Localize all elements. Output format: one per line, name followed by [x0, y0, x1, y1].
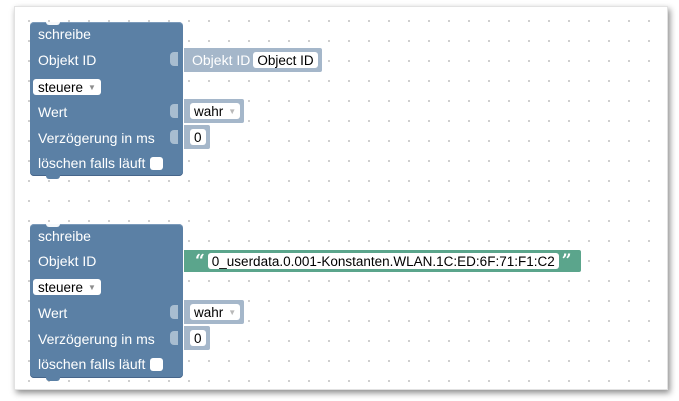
- write-block-1[interactable]: schreibe Objekt ID steuere ▼ Wert Verzög…: [30, 22, 183, 179]
- block-title: schreibe: [38, 228, 91, 244]
- value-label: Wert: [38, 305, 68, 321]
- clear-if-running-row: löschen falls läuft: [38, 356, 164, 372]
- clear-checkbox[interactable]: [150, 157, 164, 170]
- object-id-block-1[interactable]: Objekt ID Object ID: [184, 48, 322, 72]
- bool-value: wahr: [194, 304, 224, 320]
- value-socket-1: [170, 104, 178, 118]
- clear-checkbox[interactable]: [150, 358, 164, 371]
- delay-field[interactable]: 0: [190, 129, 206, 145]
- clear-label: löschen falls läuft: [38, 155, 146, 171]
- chevron-down-icon: ▼: [88, 282, 96, 292]
- delay-socket-1: [170, 130, 178, 144]
- bool-value: wahr: [194, 103, 224, 119]
- value-block-2[interactable]: wahr ▼: [184, 300, 245, 324]
- write-block-2[interactable]: schreibe Objekt ID steuere ▼ Wert Verzög…: [30, 224, 183, 381]
- value-label: Wert: [38, 104, 68, 120]
- delay-label: Verzögerung in ms: [38, 130, 155, 146]
- chevron-down-icon: ▼: [228, 307, 237, 317]
- mode-dropdown[interactable]: steuere ▼: [33, 79, 101, 95]
- object-id-label: Objekt ID: [38, 52, 97, 68]
- delay-label: Verzögerung in ms: [38, 331, 155, 347]
- object-id-socket-1: [170, 52, 178, 66]
- bool-dropdown[interactable]: wahr ▼: [190, 304, 241, 320]
- text-block-2[interactable]: “ 0_userdata.0.001-Konstanten.WLAN.1C:ED…: [184, 250, 581, 272]
- clear-label: löschen falls läuft: [38, 356, 146, 372]
- value-block-1[interactable]: wahr ▼: [184, 99, 245, 123]
- chevron-down-icon: ▼: [228, 106, 237, 116]
- value-socket-2: [170, 305, 178, 319]
- object-id-label: Objekt ID: [38, 253, 97, 269]
- delay-block-2[interactable]: 0: [184, 326, 210, 350]
- delay-block-1[interactable]: 0: [184, 125, 210, 149]
- text-field[interactable]: 0_userdata.0.001-Konstanten.WLAN.1C:ED:6…: [207, 253, 559, 269]
- bool-dropdown[interactable]: wahr ▼: [190, 103, 241, 119]
- mode-value: steuere: [38, 279, 84, 295]
- object-id-block-label: Objekt ID: [192, 52, 251, 68]
- mode-value: steuere: [38, 79, 84, 95]
- delay-socket-2: [170, 331, 178, 345]
- close-quote-icon: ”: [561, 251, 572, 271]
- object-id-field[interactable]: Object ID: [253, 52, 318, 68]
- clear-if-running-row: löschen falls läuft: [38, 155, 164, 171]
- block-title: schreibe: [38, 26, 91, 42]
- open-quote-icon: “: [195, 251, 205, 271]
- mode-dropdown[interactable]: steuere ▼: [33, 279, 101, 295]
- delay-field[interactable]: 0: [190, 330, 206, 346]
- chevron-down-icon: ▼: [88, 82, 96, 92]
